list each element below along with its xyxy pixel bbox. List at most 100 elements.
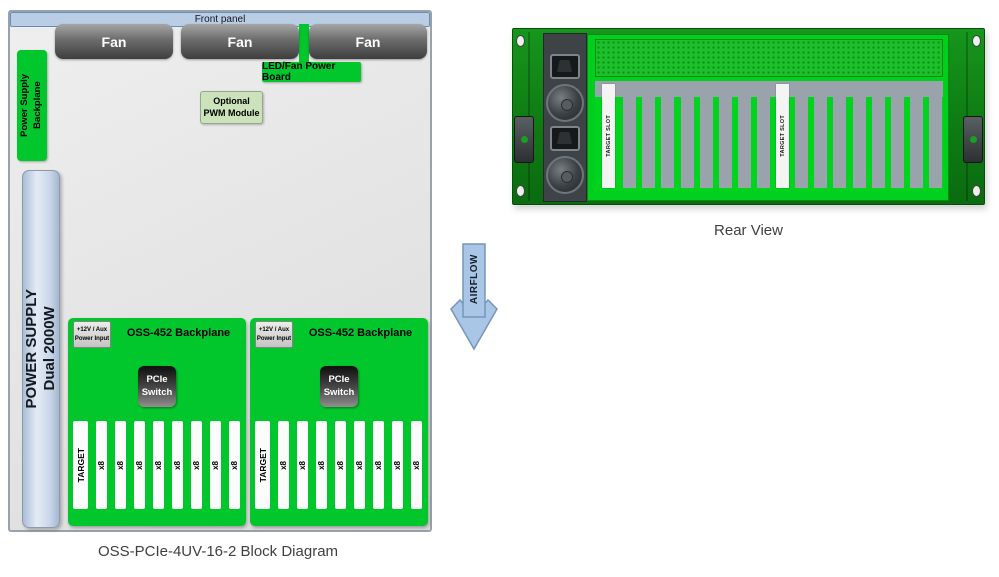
x8-slot-label: x8 [393,460,402,470]
x8-slot: x8 [392,421,403,509]
x8-slot: x8 [278,421,289,509]
latch-handle-right [963,116,983,163]
screw-hole [516,185,525,197]
x8-slot-label: x8 [317,460,326,470]
rear-slot-opening [623,97,636,188]
x8-slot: x8 [134,421,145,509]
target-slot-label: TARGET [257,447,268,483]
airflow-label: AIRFLOW [468,253,480,305]
x8-slot: x8 [172,421,183,509]
power-input-line2: Power Input [256,335,292,342]
pwm-module-line2: PWM Module [203,107,260,118]
rear-slot-opening [661,97,675,188]
power-supply-line2: Dual 2000W [41,306,58,392]
rear-slot-opening [833,97,847,188]
target-slot: TARGET [255,421,270,509]
fan-label: Fan [227,33,253,50]
screw-hole [516,35,525,47]
block-diagram-panel: Front panel Fan Fan Fan LED/Fan Power Bo… [8,10,432,532]
power-input-block: +12V / Aux Power Input [255,321,293,348]
rear-slot-opening [910,97,924,188]
x8-slot-label: x8 [412,460,421,470]
backplane-slot-row-2: TARGET x8 x8 x8 x8 x8 x8 x8 x8 [255,421,424,509]
rear-slot-opening [871,97,885,188]
power-input-line1: +12V / Aux [258,327,290,334]
rear-slot-opening [642,97,656,188]
oss-452-backplane-2: +12V / Aux Power Input OSS-452 Backplane… [250,318,428,526]
airflow-label-wrap: AIRFLOW [459,247,489,311]
rear-slot-opening [929,97,943,188]
x8-slot-label: x8 [173,460,182,470]
x8-slot: x8 [354,421,365,509]
x8-slot-label: x8 [374,460,383,470]
pcie-switch-line1: PCIe [146,374,168,386]
pcie-switch-block: PCIe Switch [320,366,358,407]
x8-slot: x8 [191,421,202,509]
x8-slot-label: x8 [230,460,239,470]
led-board-connector [299,24,309,64]
x8-slot: x8 [153,421,164,509]
x8-slot-label: x8 [116,460,125,470]
target-slot-label: TARGET [75,447,86,483]
screw-hole [972,35,981,47]
rear-slot-opening [795,97,808,188]
rear-slot-opening [852,97,866,188]
fan-label: Fan [101,33,127,50]
x8-slot-label: x8 [336,460,345,470]
backplane-title: OSS-452 Backplane [308,327,413,339]
vent-mesh [595,39,943,77]
target-slot: TARGET [73,421,88,509]
x8-slot: x8 [210,421,221,509]
rear-slot-opening [891,97,904,188]
backplane-slot-row-1: TARGET x8 x8 x8 x8 x8 x8 x8 x8 [73,421,242,509]
x8-slot-label: x8 [154,460,163,470]
rear-target-slot: TARGET SLOT [776,84,789,188]
x8-slot-label: x8 [135,460,144,470]
x8-slot: x8 [229,421,240,509]
pcie-switch-line2: Switch [323,386,355,398]
block-diagram-caption: OSS-PCIe-4UV-16-2 Block Diagram [97,543,339,560]
rear-slot-opening [814,97,828,188]
x8-slot: x8 [316,421,327,509]
pwm-module-line1: Optional [213,95,250,106]
x8-slot-label: x8 [192,460,201,470]
rear-target-slot-label: TARGET SLOT [779,115,786,157]
rear-slot-region: TARGET SLOT TARGET SLOT [595,81,943,191]
x8-slot-label: x8 [298,460,307,470]
latch-handle-left [514,116,534,163]
power-supply-backplane: Power Supply Backplane [17,50,47,161]
led-fan-power-board: LED/Fan Power Board [262,61,361,83]
oss-452-backplane-1: +12V / Aux Power Input OSS-452 Backplane… [68,318,246,526]
rear-slot-opening [757,97,771,188]
pwm-module: Optional PWM Module [200,91,263,124]
psu-fan [546,156,584,194]
pcie-switch-block: PCIe Switch [138,366,176,407]
psu-fan [546,84,584,122]
fan-block-1: Fan [55,24,173,59]
x8-slot: x8 [115,421,126,509]
power-supply-backplane-line2: Backplane [32,81,43,130]
rear-view-caption: Rear View [714,222,783,239]
pcie-switch-line1: PCIe [328,374,350,386]
ac-inlet [550,54,580,79]
power-supply-backplane-line1: Power Supply [19,74,31,137]
rear-target-slot-label: TARGET SLOT [605,115,612,157]
x8-slot: x8 [373,421,384,509]
x8-slot: x8 [96,421,107,509]
rear-target-slot: TARGET SLOT [602,84,615,188]
rear-slot-panel: TARGET SLOT TARGET SLOT [587,34,949,201]
led-fan-power-board-label: LED/Fan Power Board [262,61,336,83]
power-input-block: +12V / Aux Power Input [73,321,111,348]
power-supply-line1: POWER SUPPLY [23,289,40,409]
fan-block-2: Fan [181,24,299,59]
backplane-title: OSS-452 Backplane [126,327,231,339]
power-input-line2: Power Input [74,335,110,342]
power-supply-unit: POWER SUPPLY Dual 2000W [22,170,60,528]
screw-hole [972,185,981,197]
x8-slot-label: x8 [97,460,106,470]
slot-opening-band [595,81,943,97]
psu-panel [543,33,587,202]
pcie-switch-line2: Switch [141,386,173,398]
rear-slot-opening [699,97,713,188]
rear-slot-opening [680,97,694,188]
